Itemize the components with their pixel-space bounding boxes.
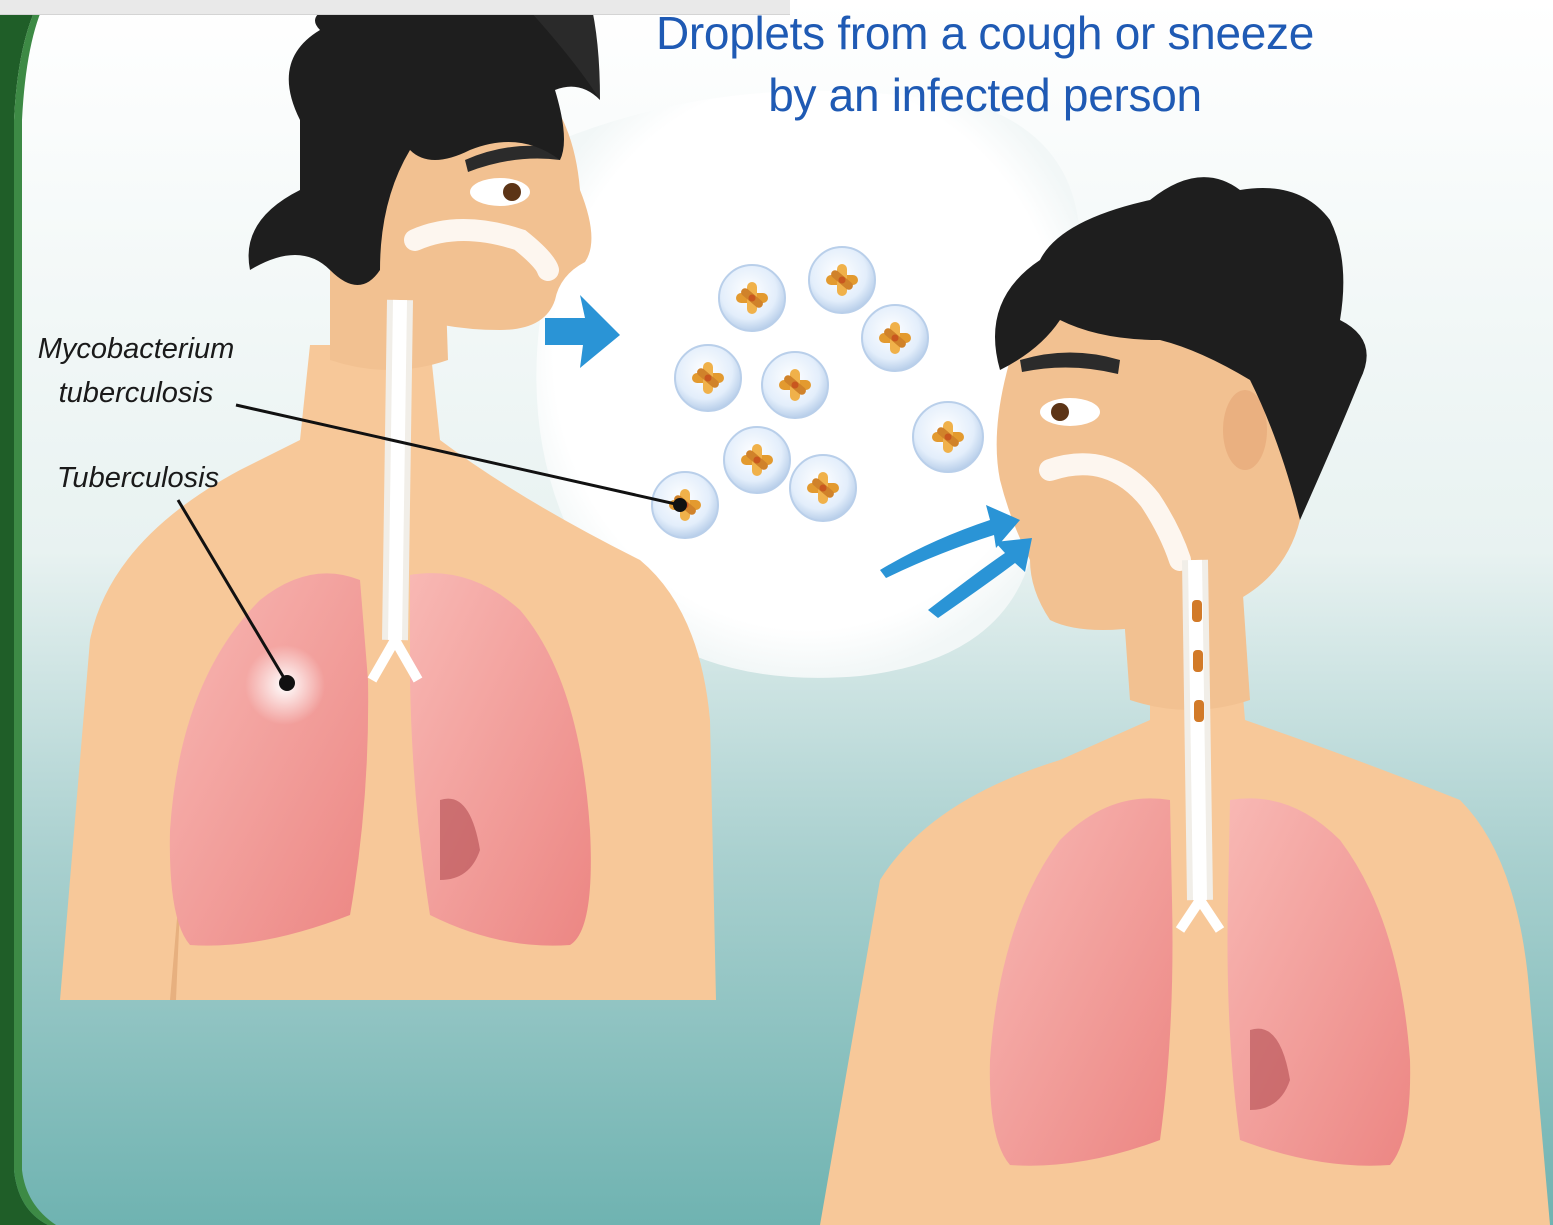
droplet-icon — [719, 265, 785, 331]
label-mycobacterium: Mycobacterium tuberculosis — [18, 327, 254, 415]
label-mycobacterium-line-1: Mycobacterium — [18, 327, 254, 371]
label-mycobacterium-line-2: tuberculosis — [18, 371, 254, 415]
title-line-2: by an infected person — [560, 64, 1410, 126]
droplet-icon — [790, 455, 856, 521]
title-line-1: Droplets from a cough or sneeze — [560, 2, 1410, 64]
droplet-icon — [913, 402, 983, 472]
diagram-title: Droplets from a cough or sneeze by an in… — [560, 2, 1410, 126]
droplet-icon — [862, 305, 928, 371]
label-tuberculosis: Tuberculosis — [30, 456, 246, 500]
droplet-icon — [724, 427, 790, 493]
droplet-icon — [675, 345, 741, 411]
droplet-icon — [762, 352, 828, 418]
droplet-icon — [809, 247, 875, 313]
